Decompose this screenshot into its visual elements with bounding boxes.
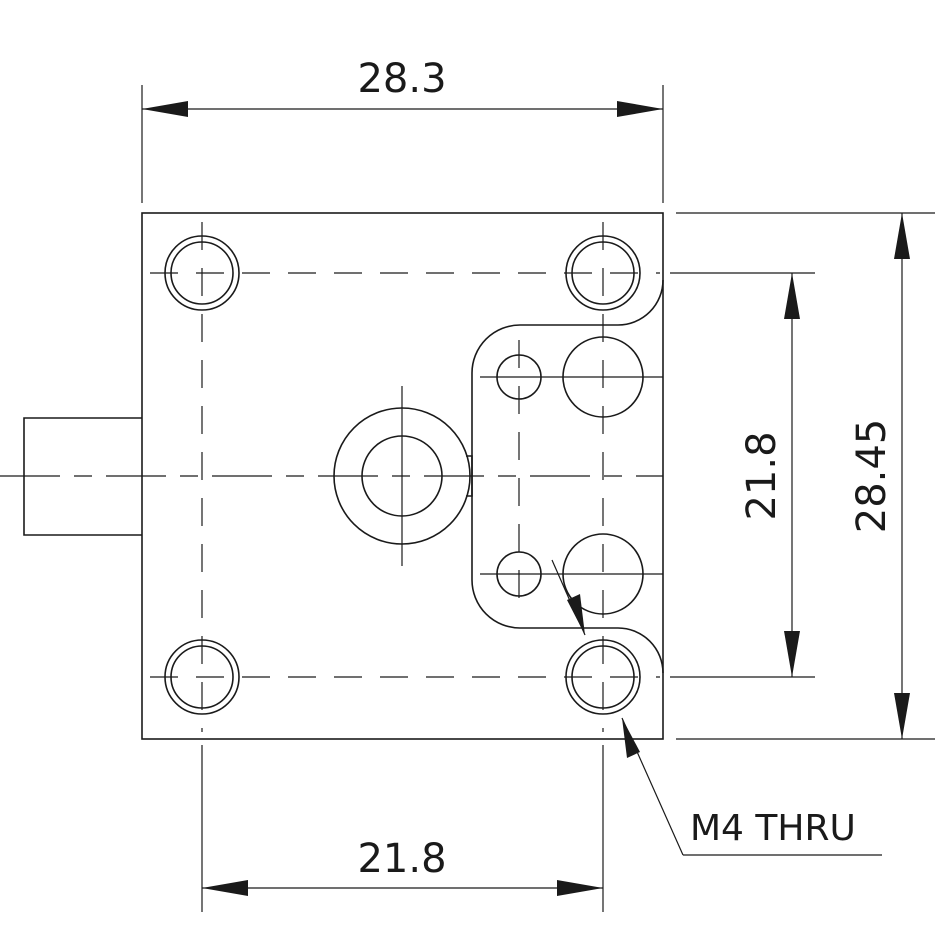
dimension-right-spacing: 21.8 — [670, 272, 815, 678]
dimension-label-right-spacing: 21.8 — [739, 431, 785, 520]
dimension-overall-height: 28.45 — [676, 212, 935, 740]
callout-label: M4 THRU — [690, 808, 856, 849]
centerlines — [0, 222, 663, 732]
dimension-label-bottom-spacing: 21.8 — [357, 836, 446, 882]
dimension-bottom-spacing: 21.8 — [201, 745, 604, 912]
dimension-label-top-width: 28.3 — [357, 56, 446, 102]
dimension-top-width: 28.3 — [141, 56, 664, 203]
dimension-label-overall-height: 28.45 — [849, 419, 895, 534]
callout-m4-thru: M4 THRU — [551, 559, 882, 856]
